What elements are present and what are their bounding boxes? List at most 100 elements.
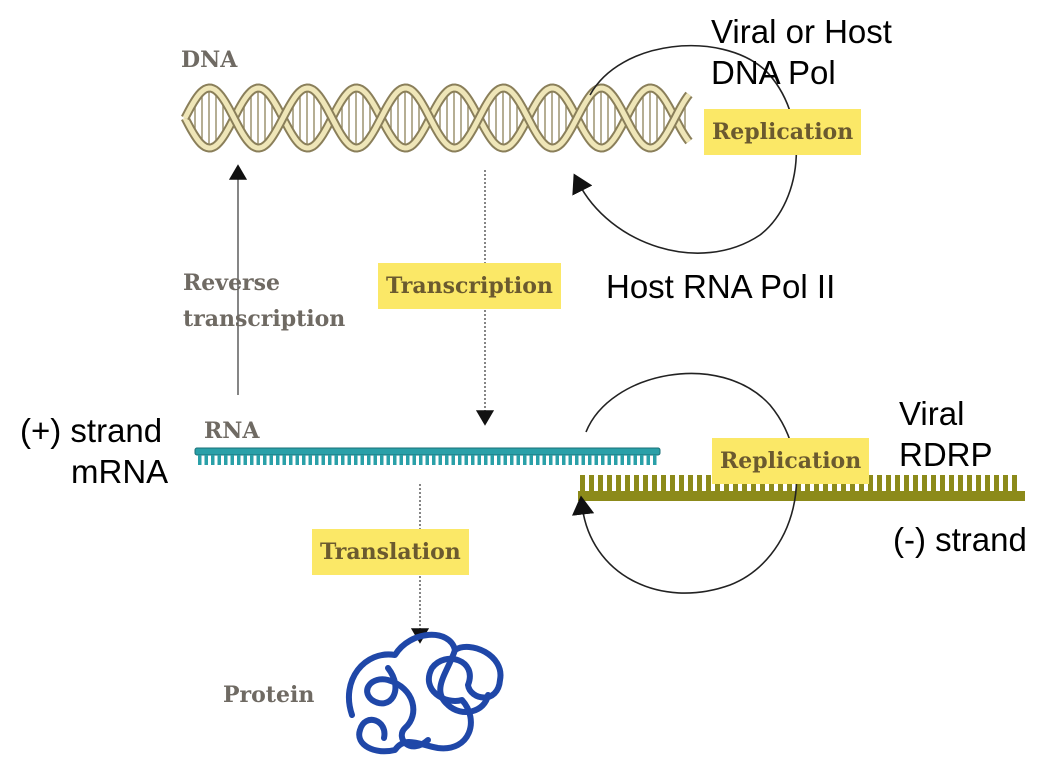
rna-base <box>354 455 358 465</box>
minus-strand-base <box>1012 475 1017 492</box>
rna-base <box>614 455 618 465</box>
rna-base <box>464 455 468 465</box>
rna-base <box>620 455 624 465</box>
minus-strand-base <box>580 475 585 492</box>
dna-strand-a-inner <box>182 85 691 151</box>
rna-base <box>646 455 650 465</box>
rna-base <box>412 455 416 465</box>
viral-rdrp-label-line1: Viral <box>899 395 965 432</box>
rna-base <box>568 455 572 465</box>
rna-base <box>425 455 429 465</box>
dna-strand-b-inner <box>182 85 691 151</box>
rna-base <box>334 455 338 465</box>
protein-label: Protein <box>223 682 315 708</box>
minus-strand-base <box>940 475 945 492</box>
minus-strand-base <box>697 475 702 492</box>
minus-strand-base <box>598 475 603 492</box>
rna-bases <box>198 455 657 465</box>
minus-strand-base <box>634 475 639 492</box>
rna-base <box>243 455 247 465</box>
rna-base <box>289 455 293 465</box>
minus-strand-base <box>877 475 882 492</box>
minus-strand-base <box>589 475 594 492</box>
minus-strand-base <box>994 475 999 492</box>
rna-base <box>269 455 273 465</box>
rna-base <box>581 455 585 465</box>
rna-base <box>230 455 234 465</box>
dna-helix <box>181 83 693 153</box>
rna-base <box>503 455 507 465</box>
rna-base <box>555 455 559 465</box>
rna-base <box>263 455 267 465</box>
minus-strand-base <box>1003 475 1008 492</box>
rna-base <box>224 455 228 465</box>
rna-base <box>633 455 637 465</box>
minus-strand-base <box>868 475 873 492</box>
rna-base <box>432 455 436 465</box>
rna-base <box>256 455 260 465</box>
rna-base <box>419 455 423 465</box>
minus-strand-base <box>904 475 909 492</box>
plus-strand-rna <box>194 447 661 465</box>
rna-base <box>542 455 546 465</box>
minus-strand-base <box>652 475 657 492</box>
rna-base <box>198 455 202 465</box>
rna-base <box>601 455 605 465</box>
minus-strand-base <box>913 475 918 492</box>
dna-replication-label: Replication <box>704 109 862 155</box>
rna-base <box>321 455 325 465</box>
rna-base <box>484 455 488 465</box>
rna-base <box>308 455 312 465</box>
viral-host-dna-pol-label-line1: Viral or Host <box>711 13 892 50</box>
rna-base <box>341 455 345 465</box>
rna-base <box>360 455 364 465</box>
rna-base <box>406 455 410 465</box>
rna-base <box>250 455 254 465</box>
transcription-label: Transcription <box>378 263 561 309</box>
rna-base <box>627 455 631 465</box>
rna-base <box>302 455 306 465</box>
rna-base <box>393 455 397 465</box>
rna-base <box>315 455 319 465</box>
plus-strand-label-line2: mRNA <box>71 453 169 490</box>
rna-base <box>562 455 566 465</box>
minus-strand-base <box>661 475 666 492</box>
dna-label: DNA <box>181 47 238 73</box>
minus-strand-base <box>886 475 891 492</box>
rna-base <box>399 455 403 465</box>
rna-base <box>237 455 241 465</box>
rna-replication-cycle-arrow <box>571 372 798 594</box>
rna-base <box>217 455 221 465</box>
rna-base <box>523 455 527 465</box>
minus-strand-base <box>625 475 630 492</box>
rna-label: RNA <box>204 418 260 444</box>
rna-base <box>282 455 286 465</box>
rna-base <box>588 455 592 465</box>
rna-base <box>471 455 475 465</box>
minus-strand-base <box>643 475 648 492</box>
minus-strand-base <box>958 475 963 492</box>
rna-base <box>529 455 533 465</box>
reverse-transcription-label-line1: Reverse <box>183 270 281 296</box>
reverse-transcription-label-line2: transcription <box>183 306 346 332</box>
minus-strand-base <box>679 475 684 492</box>
host-rna-pol-ii-label: Host RNA Pol II <box>606 268 836 305</box>
minus-strand-base <box>976 475 981 492</box>
rna-base <box>536 455 540 465</box>
minus-strand-base <box>949 475 954 492</box>
minus-strand-base <box>607 475 612 492</box>
minus-strand-label: (-) strand <box>893 521 1027 558</box>
rna-base <box>490 455 494 465</box>
minus-strand-base <box>931 475 936 492</box>
rna-base <box>328 455 332 465</box>
rna-base <box>295 455 299 465</box>
rna-base <box>607 455 611 465</box>
rna-base <box>516 455 520 465</box>
rna-base <box>640 455 644 465</box>
dna-replication-cycle-arrow <box>572 44 798 254</box>
rna-base <box>458 455 462 465</box>
rna-base <box>204 455 208 465</box>
translation-label: Translation <box>312 529 469 575</box>
